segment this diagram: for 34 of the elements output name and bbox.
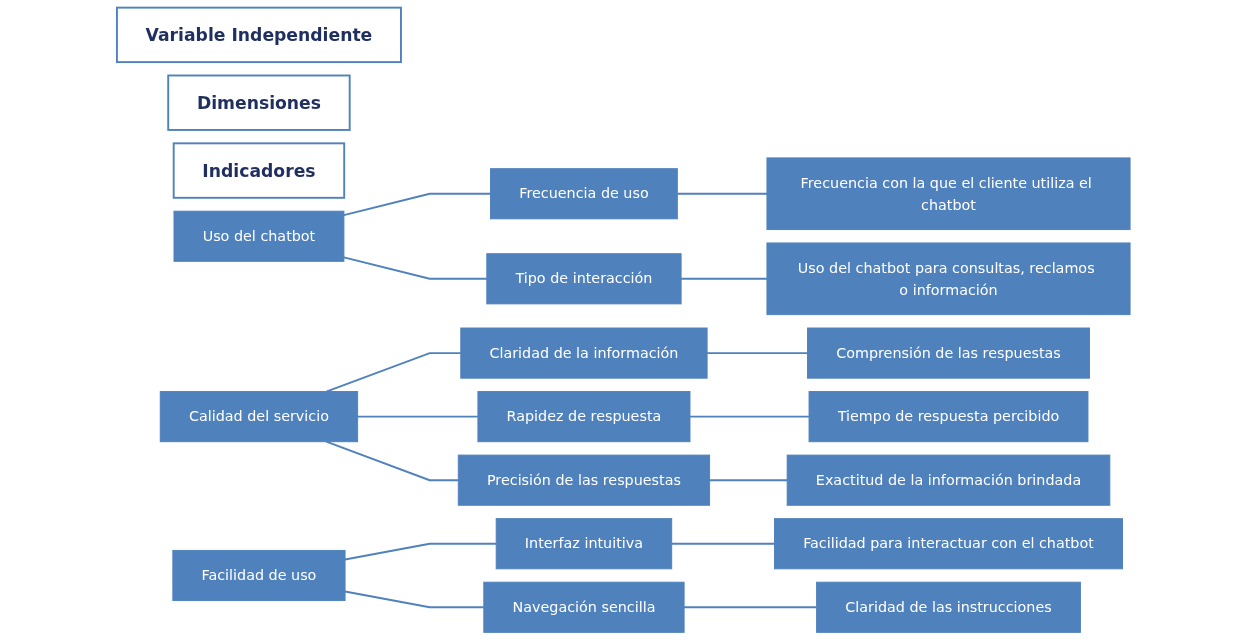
node-box: Rapidez de respuesta	[477, 391, 691, 443]
node-box: Tiempo de respuesta percibido	[808, 391, 1089, 443]
node-box: Claridad de la información	[460, 327, 708, 379]
node-box: Frecuencia de uso	[490, 168, 678, 220]
connector	[676, 192, 768, 195]
node-box: Facilidad de uso	[172, 549, 346, 602]
connector	[670, 542, 776, 545]
connector	[325, 440, 460, 482]
connector	[344, 590, 485, 609]
node-box: Dimensiones	[167, 74, 351, 131]
node-box: Facilidad para interactuar con el chatbot	[774, 518, 1123, 570]
connector	[689, 415, 810, 418]
node-box: Claridad de las instrucciones	[816, 581, 1081, 633]
connector	[706, 352, 809, 355]
connector	[325, 352, 462, 393]
connector	[356, 415, 479, 418]
node-box: Uso del chatbot	[173, 210, 345, 262]
connector	[342, 256, 488, 280]
node-box: Variable Independiente	[116, 6, 402, 64]
node-box: Uso del chatbot para consultas, reclamos o información	[766, 242, 1131, 316]
connector	[342, 192, 492, 217]
connector	[708, 479, 789, 482]
connector	[683, 606, 818, 609]
node-box: Comprensión de las respuestas	[807, 327, 1090, 379]
connector	[680, 277, 768, 280]
node-box: Frecuencia con la que el cliente utiliza el chatbot	[766, 157, 1131, 231]
connector	[344, 542, 498, 561]
node-box: Calidad del servicio	[159, 391, 359, 443]
node-box: Indicadores	[172, 142, 346, 199]
node-box: Exactitud de la información brindada	[786, 454, 1111, 506]
node-box: Tipo de interacción	[486, 253, 682, 305]
node-box: Interfaz intuitiva	[495, 518, 673, 570]
node-box: Precisión de las respuestas	[457, 454, 711, 506]
node-box: Navegación sencilla	[483, 581, 685, 633]
